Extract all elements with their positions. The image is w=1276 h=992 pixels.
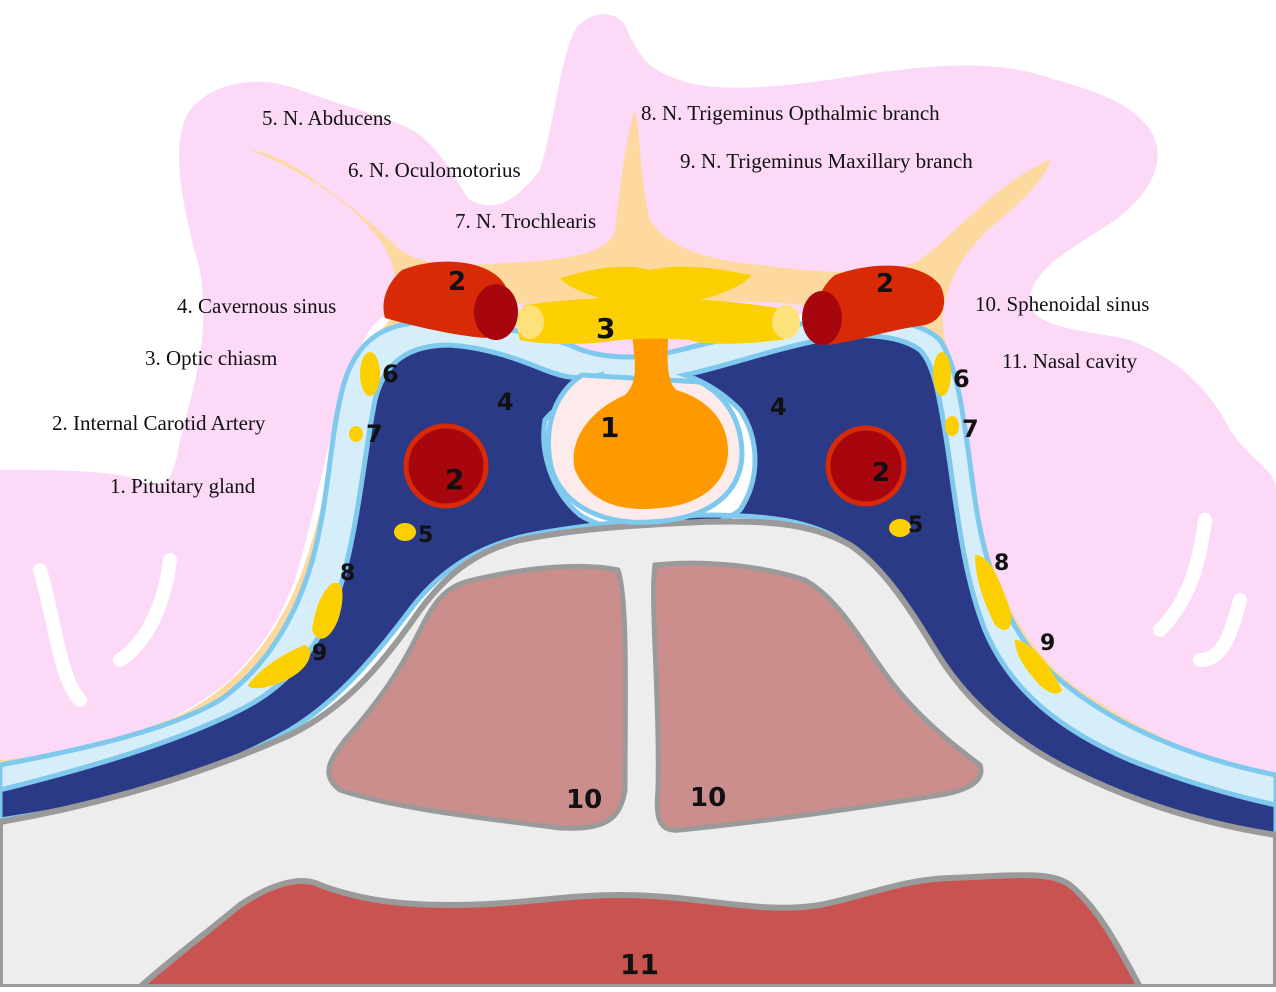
legend-trigeminus-ophthalmic: 8. N. Trigeminus Opthalmic branch bbox=[641, 101, 940, 125]
legend-trigeminus-maxillary: 9. N. Trigeminus Maxillary branch bbox=[680, 149, 973, 173]
number-9-left: 9 bbox=[312, 641, 327, 666]
trochlear-right bbox=[945, 416, 959, 436]
number-5-left: 5 bbox=[418, 523, 433, 548]
number-6-right: 6 bbox=[953, 365, 970, 393]
trochlear-left bbox=[349, 426, 363, 442]
carotid-sinus-right bbox=[828, 428, 904, 504]
legend-oculomotorius: 6. N. Oculomotorius bbox=[348, 158, 521, 182]
number-10-right: 10 bbox=[690, 783, 726, 813]
number-9-right: 9 bbox=[1040, 631, 1055, 656]
optic-nerve-left-end bbox=[516, 305, 544, 339]
legend-abducens: 5. N. Abducens bbox=[262, 106, 392, 130]
carotid-upper-left-lumen bbox=[474, 284, 518, 340]
number-8-left: 8 bbox=[340, 561, 355, 586]
number-1: 1 bbox=[600, 411, 619, 444]
number-7-left: 7 bbox=[366, 420, 383, 448]
legend-pituitary: 1. Pituitary gland bbox=[110, 474, 256, 498]
oculomotor-right bbox=[933, 352, 951, 396]
oculomotor-left bbox=[360, 352, 380, 396]
number-4-right: 4 bbox=[770, 393, 787, 421]
legend-nasal-cavity: 11. Nasal cavity bbox=[1002, 349, 1138, 373]
legend-trochlearis: 7. N. Trochlearis bbox=[455, 209, 596, 233]
legend-optic-chiasm: 3. Optic chiasm bbox=[145, 346, 277, 370]
number-8-right: 8 bbox=[994, 551, 1009, 576]
legend-sphenoidal-sinus: 10. Sphenoidal sinus bbox=[975, 292, 1149, 316]
number-4-left: 4 bbox=[497, 388, 514, 416]
legend-cavernous-sinus: 4. Cavernous sinus bbox=[177, 294, 336, 318]
optic-nerve-right-end bbox=[772, 305, 800, 339]
abducens-left bbox=[394, 523, 416, 541]
number-2-right: 2 bbox=[872, 458, 890, 488]
number-2-top-left: 2 bbox=[448, 267, 466, 297]
number-7-right: 7 bbox=[962, 415, 979, 443]
legend-internal-carotid: 2. Internal Carotid Artery bbox=[52, 411, 266, 435]
number-5-right: 5 bbox=[908, 513, 923, 538]
carotid-upper-right-lumen bbox=[802, 291, 842, 345]
number-11: 11 bbox=[620, 948, 659, 981]
number-3: 3 bbox=[596, 312, 615, 345]
number-6-left: 6 bbox=[382, 360, 399, 388]
number-2-top-right: 2 bbox=[876, 269, 894, 299]
number-2-left: 2 bbox=[445, 463, 464, 496]
number-10-left: 10 bbox=[566, 785, 602, 815]
